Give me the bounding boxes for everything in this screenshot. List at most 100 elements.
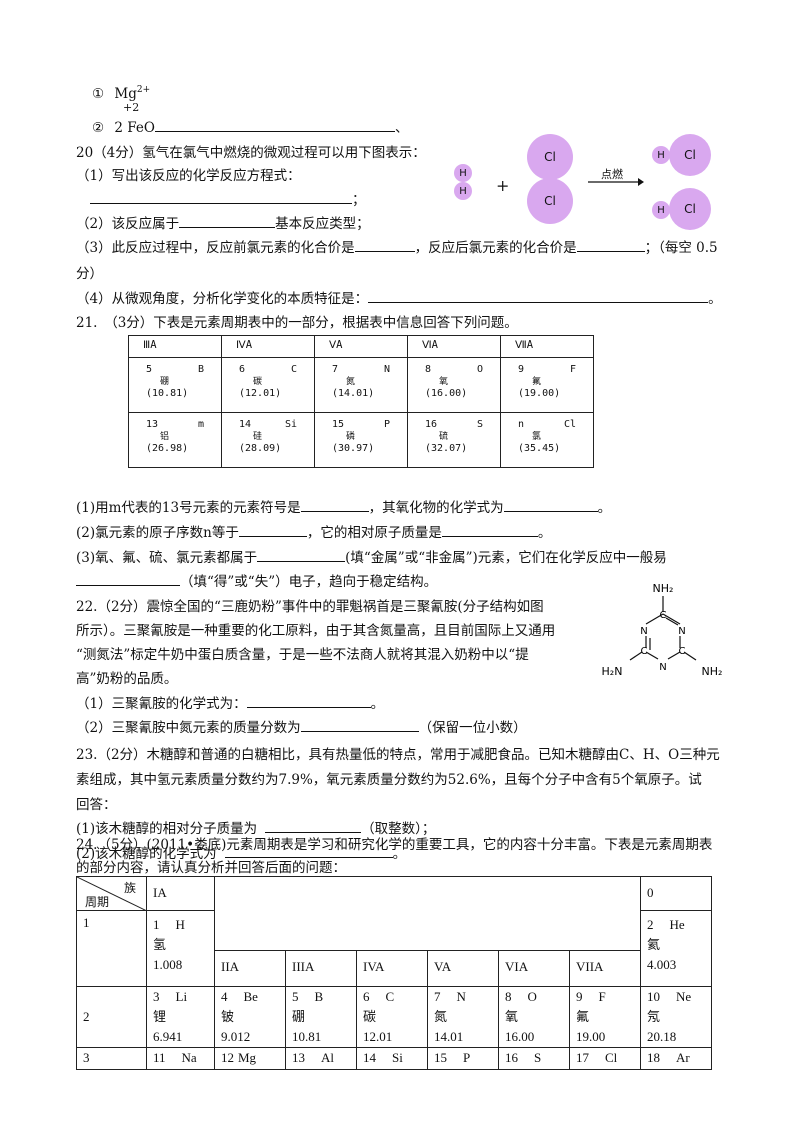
- answer-blank[interactable]: [257, 548, 346, 562]
- element-name: 氯: [532, 432, 542, 442]
- element-name: 碳: [363, 1009, 377, 1024]
- atomic-mass: 1.008: [153, 957, 183, 972]
- q20-intro: 20（4分）氢气在氯气中燃烧的微观过程可以用下图表示：: [76, 145, 426, 161]
- atomic-mass: (26.98): [146, 443, 189, 454]
- answer-blank[interactable]: [238, 523, 307, 537]
- element-name: 氦: [647, 937, 661, 952]
- element-symbol: H: [175, 917, 185, 932]
- answer-blank[interactable]: [441, 523, 538, 537]
- atomic-mass: (16.00): [425, 388, 468, 399]
- q19-item2: ② 2 FeO、: [92, 116, 408, 136]
- atomic-number: 11: [153, 1050, 166, 1065]
- element-symbol: S: [534, 1050, 542, 1065]
- element-symbol: Cl: [605, 1050, 618, 1065]
- element-symbol: He: [669, 917, 685, 932]
- group-header: ⅢA: [128, 335, 222, 358]
- answer-blank[interactable]: [246, 694, 371, 708]
- element-symbol: O: [527, 989, 537, 1004]
- element-symbol: O: [476, 364, 483, 375]
- q21-a2c: 。: [537, 525, 552, 541]
- atomic-mass: (35.45): [518, 443, 561, 454]
- answer-blank[interactable]: [354, 238, 415, 252]
- q19-item1-formula: Mg: [114, 86, 137, 102]
- atomic-number: 14: [363, 1050, 376, 1065]
- element-symbol: m: [197, 419, 204, 430]
- q20-p3: （3）此反应过程中，反应前氯元素的化合价是，反应后氯元素的化合价是；（每空 0.…: [76, 236, 718, 256]
- element-symbol: S: [476, 419, 483, 430]
- atomic-mass: 20.18: [647, 1029, 677, 1044]
- atomic-number: 9: [576, 989, 583, 1004]
- q22-line3: “测氮法”标定牛奶中蛋白质含量，于是一些不法商人就将其混入奶粉中以“提: [76, 647, 529, 663]
- q21-a2: (2)氯元素的原子序数n等于，它的相对原子质量是。: [76, 521, 551, 541]
- element-symbol: N: [383, 364, 390, 375]
- q20-p3d: 分）: [76, 266, 103, 282]
- answer-blank[interactable]: [576, 238, 645, 252]
- element-name: 硫: [439, 432, 449, 442]
- answer-blank[interactable]: [503, 498, 598, 512]
- atomic-mass: 19.00: [576, 1029, 606, 1044]
- answer-blank[interactable]: [90, 190, 352, 204]
- atomic-mass: (30.97): [332, 443, 375, 454]
- q19-valence: +2: [123, 101, 140, 114]
- answer-blank[interactable]: [368, 289, 709, 303]
- group-header: VIA: [498, 950, 570, 987]
- q22-line4: 高”奶粉的品质。: [76, 671, 178, 687]
- answer-blank[interactable]: [76, 572, 180, 586]
- period-label: 3: [76, 1047, 147, 1070]
- q21-a3-cont: （填“得”或“失”）电子，趋向于稳定结构。: [76, 570, 437, 590]
- q21-a1b: ，其氧化物的化学式为: [368, 500, 504, 516]
- answer-blank[interactable]: [300, 498, 369, 512]
- element-name: 氖: [647, 1009, 661, 1024]
- q20-p2b: 基本反应类型；: [275, 216, 370, 232]
- element-symbol: F: [569, 364, 576, 375]
- carbon-atom: C: [641, 646, 648, 657]
- atomic-mass: (12.01): [239, 388, 282, 399]
- hydrogen-atom: H: [454, 182, 472, 200]
- group-header: IIIA: [285, 950, 357, 987]
- element-symbol: B: [314, 989, 324, 1004]
- group-header: VA: [427, 950, 499, 987]
- atomic-number: 8: [505, 989, 512, 1004]
- q21-a3c: （填“得”或“失”）电子，趋向于稳定结构。: [180, 574, 438, 590]
- element-symbol: Ar: [676, 1050, 690, 1065]
- answer-blank[interactable]: [154, 118, 395, 132]
- atomic-number: 15: [434, 1050, 447, 1065]
- atomic-number: 3: [153, 989, 160, 1004]
- atomic-number: 14: [239, 419, 252, 430]
- element-name: 氢: [153, 937, 167, 952]
- atomic-number: 6: [239, 364, 246, 375]
- element-name: 氮: [434, 1009, 448, 1024]
- nh2-right: NH₂: [702, 665, 723, 678]
- q21-a2a: (2)氯元素的原子序数n等于: [76, 525, 239, 541]
- q24-line2: 的部分内容，请认真分析并回答后面的问题：: [76, 860, 346, 876]
- plus-sign: +: [496, 176, 510, 195]
- q23-a1: (1)该木糖醇的相对分子质量为（取整数）；: [76, 817, 435, 837]
- carbon-atom: C: [679, 646, 686, 657]
- answer-blank[interactable]: [300, 718, 419, 732]
- atomic-mass: 12.01: [363, 1029, 393, 1044]
- group-header-ia: IA: [146, 876, 215, 911]
- answer-blank[interactable]: [265, 819, 362, 833]
- atomic-number: 13: [146, 419, 159, 430]
- element-symbol: F: [598, 989, 606, 1004]
- element-name: 碳: [253, 377, 263, 387]
- answer-blank[interactable]: [224, 844, 393, 858]
- answer-blank[interactable]: [179, 214, 276, 228]
- element-name: 氧: [439, 377, 449, 387]
- q23-a1-end: （取整数）；: [361, 821, 436, 837]
- q19-item1-num: ①: [92, 86, 105, 102]
- atomic-mass: (28.09): [239, 443, 282, 454]
- element-symbol: P: [383, 419, 390, 430]
